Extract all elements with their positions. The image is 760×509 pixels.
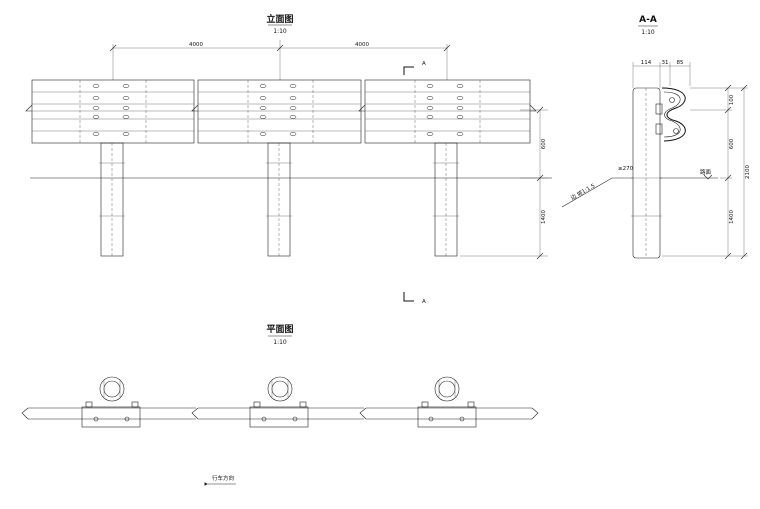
dim-b-label: 31 bbox=[662, 60, 669, 66]
plan-post-1 bbox=[81, 376, 141, 428]
section-mark-top: A bbox=[403, 61, 426, 75]
road-label: 路面 bbox=[700, 168, 712, 176]
plan-post-2 bbox=[249, 376, 309, 428]
posts bbox=[99, 142, 459, 257]
rail-panel-1 bbox=[25, 79, 195, 144]
direction-label: 行车方向 bbox=[212, 474, 234, 482]
dim-low-label: 1400 bbox=[729, 210, 735, 224]
travel-direction: 行车方向 bbox=[204, 474, 236, 486]
span-dimension: 4000 4000 bbox=[109, 40, 451, 80]
svg-text:A: A bbox=[422, 299, 426, 305]
elevation-title: 立面图 bbox=[266, 13, 293, 25]
dim-top-label: 100 bbox=[729, 94, 735, 105]
svg-text:A: A bbox=[422, 61, 426, 67]
plan-rails bbox=[21, 407, 539, 420]
plan-scale: 1:10 bbox=[273, 339, 287, 346]
elevation-view: 立面图 1:10 4000 4000 A bbox=[25, 13, 552, 305]
w-beam-profile bbox=[661, 87, 686, 142]
plan-title: 平面图 bbox=[266, 324, 293, 335]
elevation-scale: 1:10 bbox=[273, 28, 287, 35]
rail-panel-3 bbox=[358, 79, 537, 144]
clearance-label: ≥270 bbox=[618, 166, 634, 172]
dim-a-label: 114 bbox=[641, 60, 652, 66]
section-top-dimension: 114 31 85 bbox=[632, 60, 691, 88]
span-left-label: 4000 bbox=[189, 42, 203, 48]
slope-and-road: ≥270 边 坡1:1.5 路面 bbox=[561, 166, 718, 208]
dim-c-label: 85 bbox=[677, 60, 684, 66]
section-view: A-A 1:10 114 31 85 bbox=[561, 15, 751, 260]
dim-mid-label: 600 bbox=[729, 138, 735, 149]
bolt-holes bbox=[92, 84, 464, 136]
section-height-dimension: 100 600 1400 2100 bbox=[662, 84, 751, 260]
section-title: A-A bbox=[639, 15, 657, 25]
span-right-label: 4000 bbox=[355, 42, 369, 48]
rail-panel-2 bbox=[191, 79, 362, 144]
slope-label: 边 坡1:1.5 bbox=[569, 181, 597, 202]
elevation-height-dimension: 600 1400 bbox=[460, 106, 548, 260]
dim-upper-label: 600 bbox=[541, 138, 547, 149]
dim-total-label: 2100 bbox=[745, 165, 751, 179]
section-mark-bottom: A bbox=[403, 292, 426, 305]
section-post bbox=[631, 87, 663, 259]
plan-view: 平面图 1:10 bbox=[21, 324, 539, 486]
section-scale: 1:10 bbox=[641, 29, 655, 36]
plan-post-3 bbox=[417, 376, 477, 428]
dim-lower-label: 1400 bbox=[541, 210, 547, 224]
